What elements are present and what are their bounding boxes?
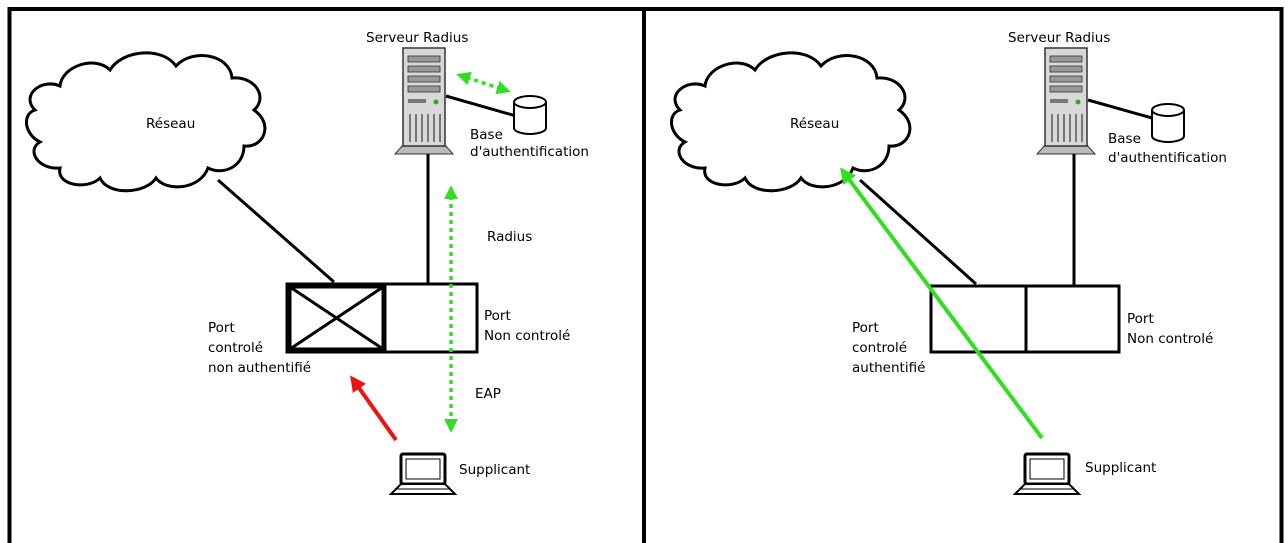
cloud-icon (670, 51, 912, 193)
radius-label: Radius (487, 229, 532, 245)
server-label: Serveur Radius (1008, 30, 1110, 46)
database-label-line2: d'authentification (470, 144, 589, 160)
blocked-access-arrow (350, 375, 398, 442)
controlled-port-label-1: Port (852, 320, 879, 336)
uncontrolled-port-label-2: Non controlé (484, 328, 570, 344)
controlled-port-blocked (286, 283, 387, 353)
authorized-access-arrow (840, 167, 1044, 440)
laptop-icon (1012, 452, 1082, 495)
supplicant-label: Supplicant (1085, 460, 1156, 476)
uncontrolled-port-label-1: Port (1127, 311, 1154, 327)
cloud-icon (25, 51, 267, 193)
controlled-port-label-3: non authentifié (208, 360, 311, 376)
database-label-line1: Base (1108, 131, 1141, 147)
server-db-link (1087, 98, 1153, 120)
uncontrolled-port-label-1: Port (484, 308, 511, 324)
supplicant-label: Supplicant (459, 462, 530, 478)
server-icon (393, 47, 455, 155)
network-link (858, 178, 978, 286)
left-panel: Réseau Serveur Radius Base (25, 30, 589, 495)
server-icon (1035, 47, 1097, 155)
network-link (217, 178, 335, 284)
controlled-port-label-2: controlé (208, 340, 263, 356)
server-label: Serveur Radius (366, 30, 468, 46)
database-label-line1: Base (470, 127, 503, 143)
network-label: Réseau (146, 116, 195, 132)
controlled-port-label-1: Port (208, 320, 235, 336)
uncontrolled-port-label-2: Non controlé (1127, 331, 1213, 347)
db-query-arrow (456, 71, 511, 95)
database-icon (513, 95, 547, 135)
database-icon (1151, 103, 1185, 143)
controlled-port-label-2: controlé (852, 340, 907, 356)
database-label-line2: d'authentification (1108, 150, 1227, 166)
server-db-link (445, 94, 517, 118)
laptop-icon (388, 452, 458, 495)
eap-label: EAP (475, 386, 501, 402)
controlled-port-label-3: authentifié (852, 360, 925, 376)
right-panel: Réseau Serveur Radius Base (670, 30, 1227, 495)
network-label: Réseau (790, 116, 839, 132)
